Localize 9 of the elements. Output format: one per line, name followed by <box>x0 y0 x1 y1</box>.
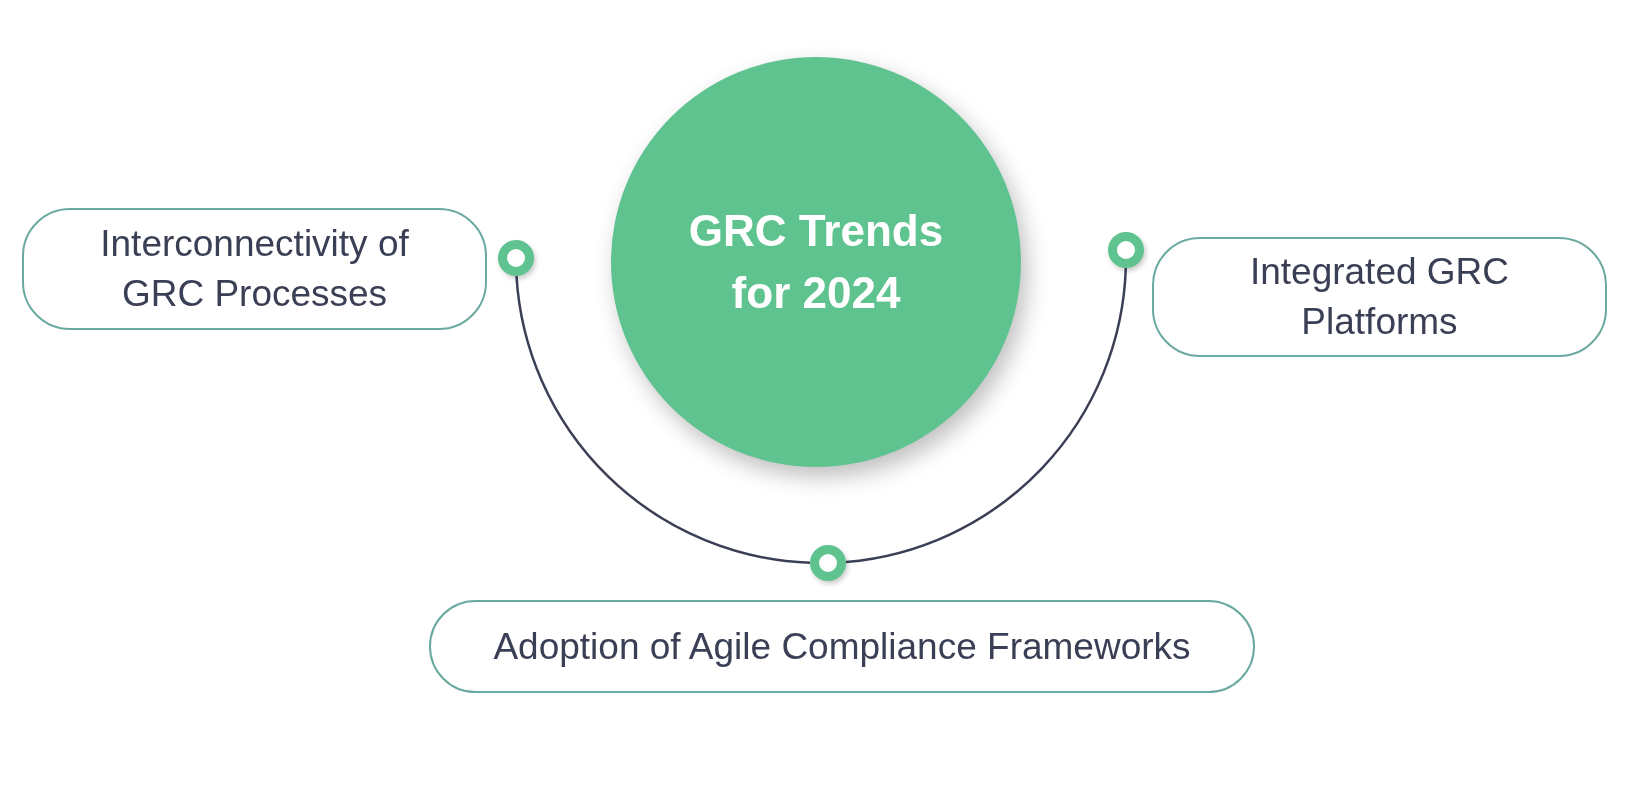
topic-box: Interconnectivity of GRC Processes <box>22 208 487 330</box>
connector-dot <box>1108 232 1144 268</box>
topic-box: Integrated GRC Platforms <box>1152 237 1607 357</box>
arc-connector <box>515 275 811 565</box>
connector-dot <box>498 240 534 276</box>
topic-circle: GRC Trends for 2024 <box>611 57 1021 467</box>
arc-connector <box>845 267 1128 564</box>
topic-box: Adoption of Agile Compliance Frameworks <box>429 600 1255 693</box>
connector-dot <box>810 545 846 581</box>
